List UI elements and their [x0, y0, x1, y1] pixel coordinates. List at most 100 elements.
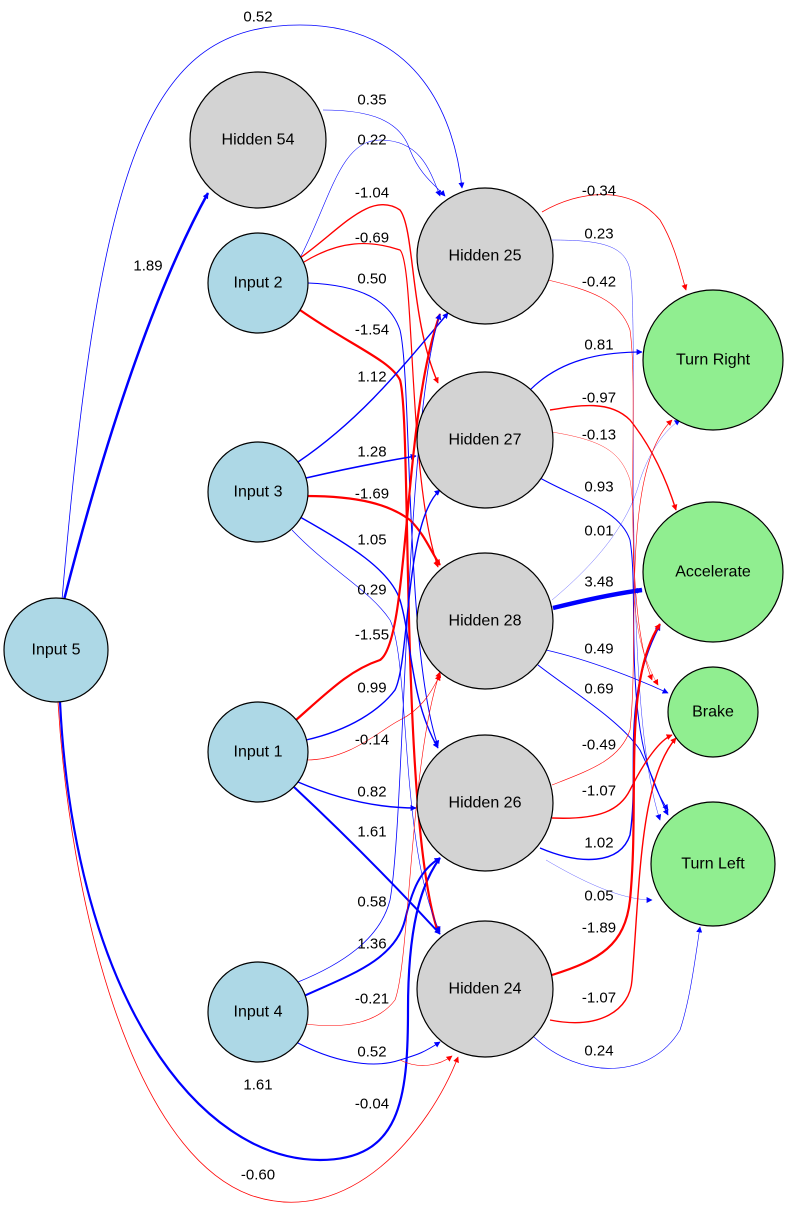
edge-weight-label: 1.12 [357, 369, 386, 386]
edge-weight-label: 0.01 [584, 523, 613, 540]
node-circle [642, 289, 784, 431]
edge-weight-label: -0.49 [582, 737, 616, 754]
node-hidden54: Hidden 54 [189, 71, 327, 209]
edge-hidden28-to-turn_left [537, 664, 669, 816]
edge-weight-label: -0.21 [355, 991, 389, 1008]
edge-weight-label: -0.69 [355, 230, 389, 247]
edge-input2-to-hidden28 [303, 243, 440, 568]
node-label: Hidden 24 [449, 981, 522, 998]
node-label: Accelerate [675, 564, 751, 581]
edge-weight-label: -0.13 [582, 427, 616, 444]
edge-weight-label: -1.07 [582, 783, 616, 800]
edge-weight-label: 0.81 [584, 337, 613, 354]
edge-input2-to-hidden26 [307, 282, 440, 747]
node-circle [189, 71, 327, 209]
node-circle [650, 801, 776, 927]
edge-weight-label: 0.24 [584, 1043, 613, 1060]
edge-weight-label: -1.89 [582, 920, 616, 937]
edge-weight-label: -1.54 [355, 322, 389, 339]
node-hidden25: Hidden 25 [416, 187, 554, 325]
edge-weight-label: 1.05 [357, 532, 386, 549]
edge-weight-label: 1.61 [243, 1077, 272, 1094]
edge-weight-label: -0.14 [355, 732, 389, 749]
node-input1: Input 1 [207, 701, 309, 803]
edge-weight-label: -1.69 [355, 486, 389, 503]
edges-layer [57, 24, 703, 1203]
edge-weight-label: 0.05 [584, 888, 613, 905]
edge-input3-to-hidden24 [291, 529, 441, 933]
node-circle [207, 441, 309, 543]
edge-weight-label: -0.60 [241, 1167, 275, 1184]
edge-hidden24-to-accelerate [551, 623, 661, 977]
edge-input5-to-hidden24 [57, 701, 459, 1203]
edge-hidden28-to-brake [545, 649, 669, 694]
node-label: Turn Left [681, 856, 745, 873]
edge-input5-to-hidden25 [61, 24, 465, 601]
edge-input1-to-hidden25 [295, 313, 442, 721]
edge-weight-label: -1.07 [582, 990, 616, 1007]
edge-weight-label: 1.02 [584, 835, 613, 852]
edge-weight-label: 0.29 [357, 582, 386, 599]
node-label: Hidden 28 [449, 613, 522, 630]
edge-hidden27-to-turn_left [539, 477, 669, 811]
edge-input5-to-hidden26 [58, 701, 441, 1162]
edge-input3-to-hidden26 [299, 516, 439, 749]
edge-hidden27-to-turn_right [529, 349, 643, 391]
edge-weight-label: 3.48 [584, 574, 613, 591]
node-circle [207, 961, 309, 1063]
node-brake: Brake [667, 666, 759, 758]
edge-weight-label: -1.55 [355, 627, 389, 644]
edge-weight-label: 0.49 [584, 641, 613, 658]
node-hidden27: Hidden 27 [416, 371, 554, 509]
edge-weight-label: 1.36 [357, 936, 386, 953]
edge-hidden24-to-turn_left [533, 926, 703, 1069]
edge-weight-label: 0.35 [357, 92, 386, 109]
edge-weight-label: -0.04 [355, 1096, 389, 1113]
edge-weight-label: 1.89 [133, 258, 162, 275]
edge-weight-label: -0.97 [582, 390, 616, 407]
node-circle [416, 552, 554, 690]
edge-hidden27-to-accelerate [549, 404, 678, 511]
node-circle [416, 920, 554, 1058]
edge-hidden28-to-accelerate [552, 587, 643, 611]
node-circle [416, 187, 554, 325]
node-hidden26: Hidden 26 [416, 734, 554, 872]
edge-input2-to-hidden25 [299, 139, 441, 259]
node-hidden28: Hidden 28 [416, 552, 554, 690]
node-input4: Input 4 [207, 961, 309, 1063]
node-circle [3, 597, 109, 703]
node-circle [642, 501, 784, 643]
edge-hidden25-to-turn_left [551, 239, 662, 821]
edge-weight-label: 0.99 [357, 680, 386, 697]
edge-weight-label: 0.93 [584, 479, 613, 496]
node-circle [207, 232, 309, 334]
edge-input1-to-hidden24 [293, 786, 441, 935]
edge-hidden26-to-brake [551, 734, 673, 819]
edge-weight-label: 0.23 [584, 226, 613, 243]
node-accelerate: Accelerate [642, 501, 784, 643]
edge-weight-label: 1.28 [357, 444, 386, 461]
node-label: Hidden 54 [222, 132, 295, 149]
node-label: Input 5 [32, 642, 81, 659]
node-label: Hidden 27 [449, 432, 522, 449]
edge-weight-label: 1.61 [357, 824, 386, 841]
node-label: Turn Right [676, 352, 751, 369]
node-label: Input 2 [234, 275, 283, 292]
node-label: Hidden 26 [449, 795, 522, 812]
edge-hidden26-to-turn_left [545, 859, 653, 903]
edge-weight-label: -1.04 [355, 185, 389, 202]
edge-input5-to-hidden54 [62, 192, 210, 601]
edge-hidden25-to-brake [547, 279, 653, 681]
node-label: Input 4 [234, 1004, 283, 1021]
edge-input4-to-hidden24 [295, 1041, 441, 1065]
edge-weight-label: 0.52 [357, 1044, 386, 1061]
edge-input3-to-hidden27 [305, 453, 417, 479]
node-turn-left: Turn Left [650, 801, 776, 927]
node-hidden24: Hidden 24 [416, 920, 554, 1058]
edge-input3-to-hidden25 [297, 312, 449, 463]
edge-input1-to-hidden26 [297, 781, 417, 811]
edge-input4-to-hidden26 [303, 857, 441, 997]
node-turn-right: Turn Right [642, 289, 784, 431]
